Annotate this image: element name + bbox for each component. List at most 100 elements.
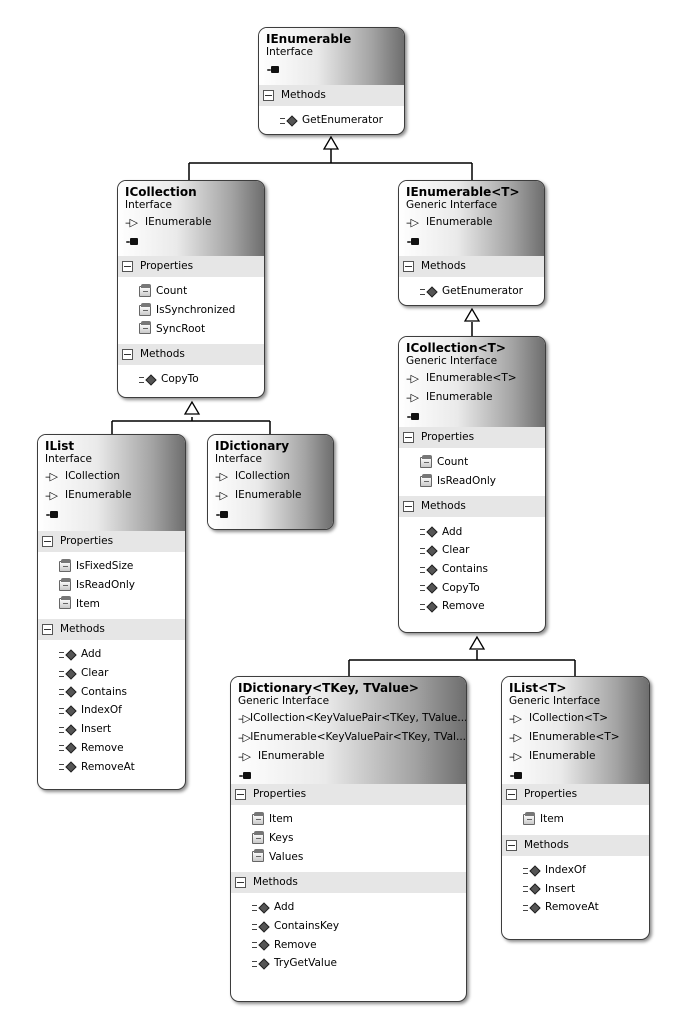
collapse-toggle-icon[interactable] <box>403 261 414 272</box>
member-label: Add <box>442 525 463 538</box>
method-item[interactable]: RemoveAt <box>502 898 649 917</box>
compartment-header[interactable]: Properties <box>38 531 185 552</box>
property-item[interactable]: IsReadOnly <box>399 472 545 491</box>
compartment-header[interactable]: Properties <box>502 784 649 805</box>
property-item[interactable]: Item <box>502 810 649 829</box>
compartment-body: CopyTo <box>118 365 264 395</box>
collapse-toggle-icon[interactable] <box>263 90 274 101</box>
inherits-row: –▷IEnumerable<T> <box>406 369 545 388</box>
inherits-row: –▷IEnumerable <box>125 213 264 232</box>
shape-kind: Generic Interface <box>406 199 498 211</box>
member-label: Insert <box>545 882 576 895</box>
property-item[interactable]: IsSynchronized <box>118 301 264 320</box>
inherits-row: –▷ICollection <box>45 467 185 486</box>
shape-header[interactable]: IList<T>Generic Interface–▷ICollection<T… <box>502 677 649 784</box>
collapse-toggle-icon[interactable] <box>122 349 133 361</box>
method-item[interactable]: Insert <box>502 879 649 898</box>
compartment-title: Properties <box>524 788 578 800</box>
method-item[interactable]: Contains <box>38 682 185 701</box>
collapse-toggle-icon[interactable] <box>235 789 246 800</box>
method-item[interactable]: Contains <box>399 560 545 579</box>
member-label: IsSynchronized <box>156 304 236 317</box>
implements-arrow-icon: –▷ <box>238 750 251 763</box>
compartment-header[interactable]: Methods <box>502 834 649 856</box>
inherits-label: IEnumerable <box>529 750 596 762</box>
method-item[interactable]: Remove <box>38 739 185 758</box>
shape-header[interactable]: ICollection<T>Generic Interface–▷IEnumer… <box>399 337 545 427</box>
interface-lollipop-icon <box>46 511 59 520</box>
shape-ienumerable-t[interactable]: IEnumerable<T>Generic Interface–▷IEnumer… <box>398 180 545 306</box>
property-item[interactable]: IsFixedSize <box>38 557 185 576</box>
method-item[interactable]: Clear <box>399 541 545 560</box>
member-label: SyncRoot <box>156 322 206 335</box>
inherits-label: ICollection <box>65 470 121 482</box>
property-item[interactable]: Values <box>231 847 466 866</box>
method-item[interactable]: Add <box>38 645 185 664</box>
implements-arrow-icon: –▷ <box>125 216 138 229</box>
property-item[interactable]: Keys <box>231 829 466 848</box>
member-label: Contains <box>81 685 128 698</box>
shape-idictionary-t[interactable]: IDictionary<TKey, TValue>Generic Interfa… <box>230 676 467 1002</box>
compartment-header[interactable]: Properties <box>118 256 264 277</box>
collapse-toggle-icon[interactable] <box>403 501 414 513</box>
inherits-row: –▷ICollection<KeyValuePair<TKey, TValue.… <box>238 709 466 728</box>
collapse-toggle-icon[interactable] <box>235 877 246 889</box>
compartment-header[interactable]: Methods <box>399 496 545 518</box>
member-label: Count <box>437 456 469 469</box>
method-item[interactable]: CopyTo <box>118 370 264 389</box>
collapse-toggle-icon[interactable] <box>403 432 414 443</box>
collapse-toggle-icon[interactable] <box>42 536 53 547</box>
collapse-toggle-icon[interactable] <box>42 624 53 636</box>
collapse-toggle-icon[interactable] <box>506 789 517 800</box>
method-item[interactable]: Add <box>231 898 466 917</box>
property-item[interactable]: IsReadOnly <box>38 576 185 595</box>
property-item[interactable]: Count <box>118 282 264 301</box>
shape-icollection-t[interactable]: ICollection<T>Generic Interface–▷IEnumer… <box>398 336 546 633</box>
method-item[interactable]: Remove <box>399 597 545 616</box>
shape-header[interactable]: IDictionary<TKey, TValue>Generic Interfa… <box>231 677 466 784</box>
property-item[interactable]: Count <box>399 453 545 472</box>
compartment-title: Methods <box>524 838 569 851</box>
inherits-row: –▷IEnumerable <box>238 747 466 766</box>
compartment-header[interactable]: Methods <box>259 85 404 106</box>
member-label: Add <box>274 901 295 914</box>
method-item[interactable]: GetEnumerator <box>259 111 404 130</box>
method-item[interactable]: Insert <box>38 720 185 739</box>
shape-ilist-t[interactable]: IList<T>Generic Interface–▷ICollection<T… <box>501 676 650 940</box>
method-item[interactable]: IndexOf <box>38 701 185 720</box>
property-item[interactable]: Item <box>38 594 185 613</box>
method-item[interactable]: Add <box>399 522 545 541</box>
method-item[interactable]: RemoveAt <box>38 757 185 776</box>
method-item[interactable]: CopyTo <box>399 578 545 597</box>
collapse-toggle-icon[interactable] <box>506 839 517 851</box>
inheritance-arrowhead-icollection-t <box>468 635 486 650</box>
method-icon <box>420 286 437 297</box>
method-item[interactable]: ContainsKey <box>231 917 466 936</box>
compartment-header[interactable]: Properties <box>399 427 545 448</box>
method-item[interactable]: Clear <box>38 664 185 683</box>
compartment-header[interactable]: Methods <box>38 619 185 641</box>
compartment-header[interactable]: Methods <box>399 256 544 277</box>
property-item[interactable]: Item <box>231 810 466 829</box>
collapse-toggle-icon[interactable] <box>122 261 133 272</box>
compartment-header[interactable]: Properties <box>231 784 466 805</box>
method-item[interactable]: GetEnumerator <box>399 282 544 301</box>
method-item[interactable]: TryGetValue <box>231 954 466 973</box>
shape-header[interactable]: IEnumerable<T>Generic Interface–▷IEnumer… <box>399 181 544 256</box>
compartment-header[interactable]: Methods <box>231 872 466 894</box>
method-item[interactable]: IndexOf <box>502 861 649 880</box>
method-item[interactable]: Remove <box>231 935 466 954</box>
compartment-header[interactable]: Methods <box>118 344 264 366</box>
property-item[interactable]: SyncRoot <box>118 319 264 338</box>
interface-lollipop-icon <box>216 511 229 520</box>
